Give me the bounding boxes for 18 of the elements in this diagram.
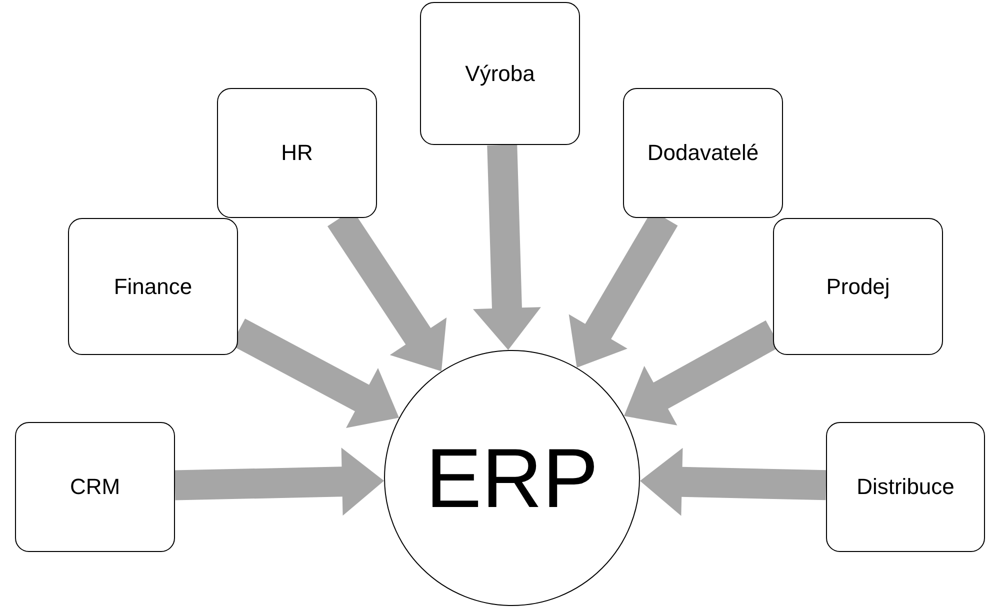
module-box — [826, 422, 985, 552]
module-label: Finance — [114, 274, 192, 300]
module-label: Distribuce — [856, 474, 954, 500]
module-label: Prodej — [826, 274, 890, 300]
module-label: HR — [281, 140, 313, 166]
block-arrow — [174, 448, 384, 516]
block-arrow — [640, 448, 826, 516]
module-box — [15, 422, 175, 552]
module-label: Výroba — [465, 60, 535, 86]
block-arrow — [472, 144, 541, 350]
module-label: Dodavatelé — [647, 140, 759, 166]
module-box — [420, 2, 580, 145]
module-box — [623, 88, 783, 218]
system-label: ERP — [426, 430, 598, 526]
module-box — [217, 88, 377, 218]
module-label: CRM — [70, 474, 120, 500]
module-box — [68, 218, 238, 355]
module-box — [773, 218, 943, 355]
